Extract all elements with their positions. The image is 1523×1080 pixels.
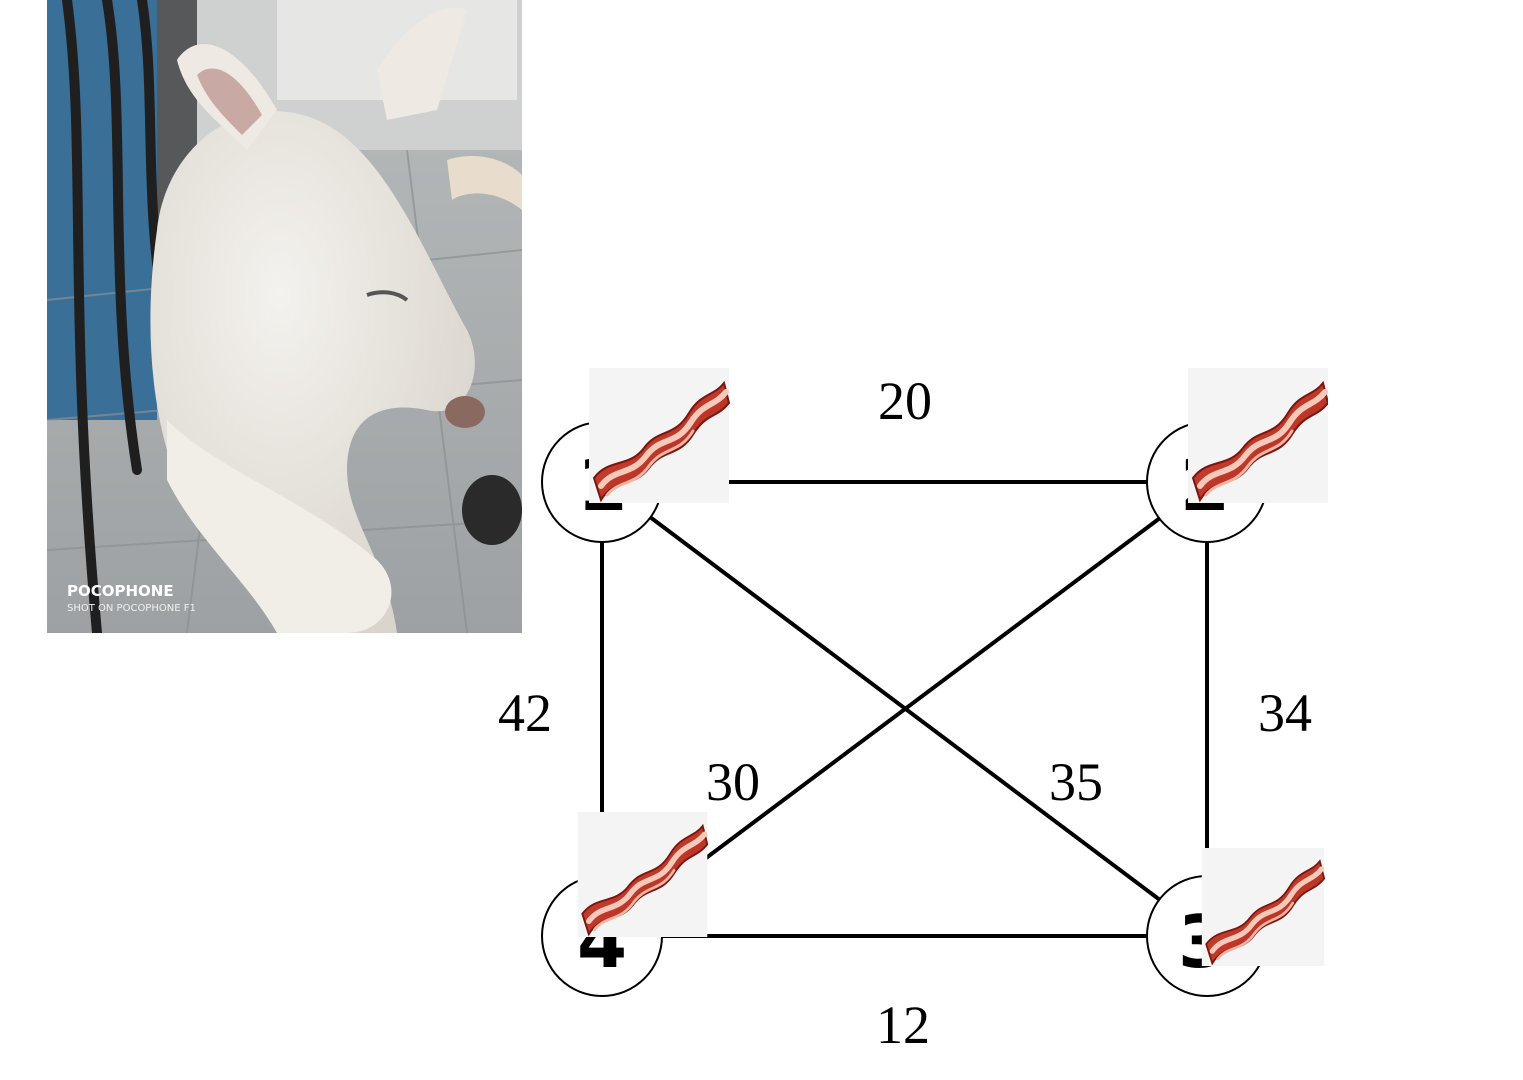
bacon-icon (1202, 848, 1324, 966)
edge-weight-2-3: 34 (1258, 683, 1312, 743)
edge-4-2 (648, 516, 1162, 902)
bacon-icon (1188, 368, 1328, 503)
edge-weight-1-2: 20 (878, 371, 932, 431)
watermark-subtitle: SHOT ON POCOPHONE F1 (67, 603, 196, 614)
edge-weight-4-2: 30 (706, 752, 760, 812)
watermark-brand: POCOPHONE (67, 582, 174, 600)
edge-weight-4-3: 12 (876, 995, 930, 1055)
bacon-icon (589, 368, 729, 503)
dog-photo: POCOPHONE SHOT ON POCOPHONE F1 (47, 0, 522, 633)
edge-weight-1-3: 35 (1049, 752, 1103, 812)
edge-weight-1-4: 42 (498, 683, 552, 743)
bacon-icon (578, 812, 708, 937)
